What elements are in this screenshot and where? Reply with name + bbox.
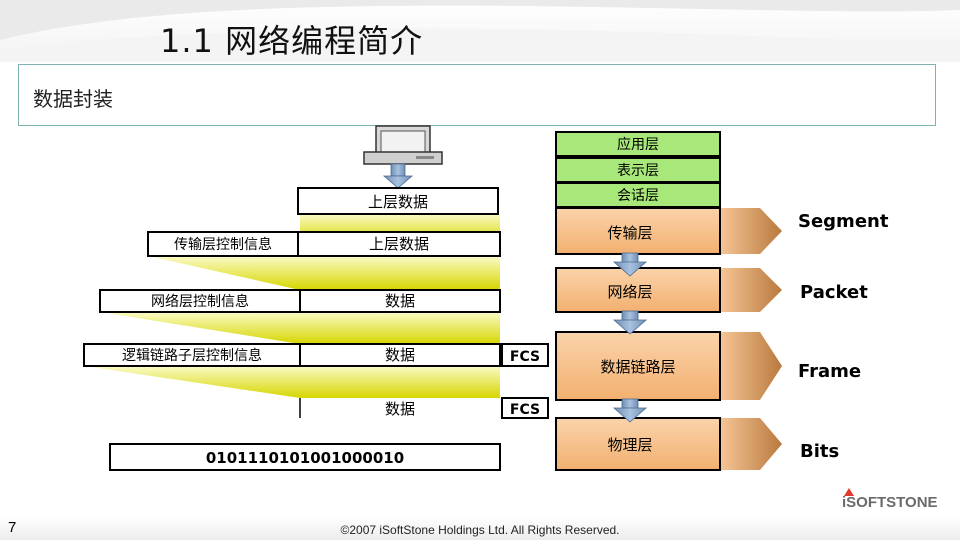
- brand-mark-icon: [844, 488, 854, 496]
- layer-presentation-label: 表示层: [617, 163, 659, 179]
- upper-data-label: 上层数据: [368, 193, 428, 211]
- copyright: ©2007 iSoftStone Holdings Ltd. All Right…: [340, 523, 620, 537]
- page-number: 7: [8, 519, 17, 536]
- chevron-segment: [720, 208, 782, 254]
- row1-data-label: 上层数据: [369, 235, 429, 253]
- bits-value: 0101110101001000010: [206, 449, 404, 467]
- chevron-frame: [720, 332, 782, 400]
- pdu-segment-label: Segment: [798, 211, 889, 232]
- header-swoosh: [0, 0, 960, 62]
- row1-data-box: [297, 231, 501, 257]
- layer-datalink: [555, 331, 721, 401]
- row4-fcs-box: [501, 397, 549, 419]
- layer-transport: [555, 207, 721, 255]
- arrow-down-icon: [612, 398, 648, 423]
- layer-session: [555, 182, 721, 208]
- row3-data-label: 数据: [385, 346, 415, 364]
- layer-application-label: 应用层: [617, 136, 659, 153]
- layer-network: [555, 267, 721, 313]
- layer-application: [555, 131, 721, 157]
- arrow-down-icon: [612, 310, 648, 335]
- funnel-2: [148, 256, 500, 290]
- row4-fcs-label: FCS: [510, 402, 540, 418]
- subtitle-box: 数据封装: [18, 64, 936, 126]
- funnel-4: [84, 366, 500, 398]
- row3-fcs-label: FCS: [510, 349, 540, 365]
- layer-datalink-label: 数据链路层: [600, 358, 675, 376]
- row3-header-label: 逻辑链路子层控制信息: [122, 347, 262, 364]
- chevron-bits: [720, 418, 782, 470]
- arrow-down-icon: [382, 163, 414, 189]
- row2-data-label: 数据: [385, 292, 415, 310]
- chevron-packet: [720, 268, 782, 312]
- layer-presentation: [555, 157, 721, 183]
- bits-box: [109, 443, 501, 471]
- row2-header-label: 网络层控制信息: [151, 293, 249, 310]
- computer-icon: [363, 125, 443, 165]
- pdu-frame-label: Frame: [798, 361, 861, 382]
- layer-physical-label: 物理层: [607, 436, 652, 454]
- funnel-3: [100, 312, 500, 344]
- row2-data-box: [299, 289, 501, 313]
- layer-session-label: 会话层: [617, 188, 659, 204]
- layer-transport-label: 传输层: [607, 224, 652, 242]
- layer-network-label: 网络层: [607, 283, 652, 301]
- footer-bar: [0, 517, 960, 540]
- row1-header-box: [147, 231, 299, 257]
- page-title: 1.1 网络编程简介: [160, 22, 424, 60]
- pdu-bits-label: Bits: [800, 441, 839, 462]
- brand-logo: iSOFTSTONE: [842, 494, 938, 511]
- row3-data-box: [299, 343, 501, 367]
- row1-header-label: 传输层控制信息: [174, 236, 272, 253]
- arrow-down-icon: [612, 252, 648, 277]
- layer-physical: [555, 417, 721, 471]
- row3-fcs-box: [501, 343, 549, 367]
- subtitle: 数据封装: [33, 87, 113, 111]
- upper-data-box: [297, 187, 499, 215]
- row4-data-label: 数据: [385, 400, 415, 418]
- pdu-packet-label: Packet: [800, 282, 868, 303]
